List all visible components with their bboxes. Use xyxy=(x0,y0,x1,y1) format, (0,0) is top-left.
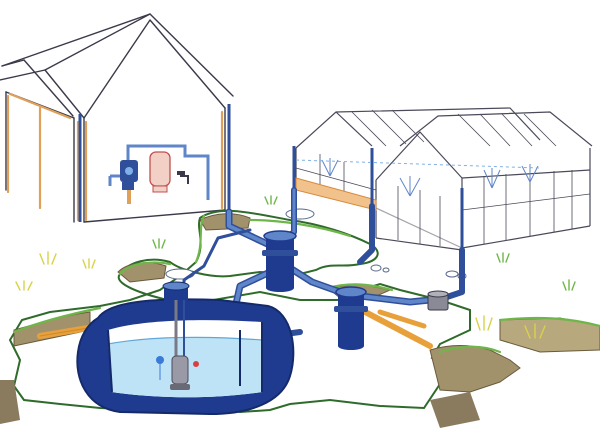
grass-tufts xyxy=(15,195,576,339)
inspection-box xyxy=(427,290,449,311)
pressure-vessel-icon xyxy=(149,151,171,187)
greenhouse-downpipes xyxy=(292,146,464,252)
overflow-shaft xyxy=(334,286,368,350)
house-interior xyxy=(108,144,210,204)
greenhouse-base xyxy=(295,177,377,211)
house-trim xyxy=(6,92,224,222)
pump-icon xyxy=(120,160,138,204)
submersible-pump xyxy=(156,300,241,390)
greenhouse xyxy=(295,107,593,251)
filter-shaft xyxy=(262,230,298,292)
tap-icon xyxy=(177,171,189,184)
house xyxy=(0,13,234,223)
house-downpipes xyxy=(78,104,231,222)
grass-edges xyxy=(12,214,600,354)
greenhouse-sprinklers xyxy=(295,158,541,197)
